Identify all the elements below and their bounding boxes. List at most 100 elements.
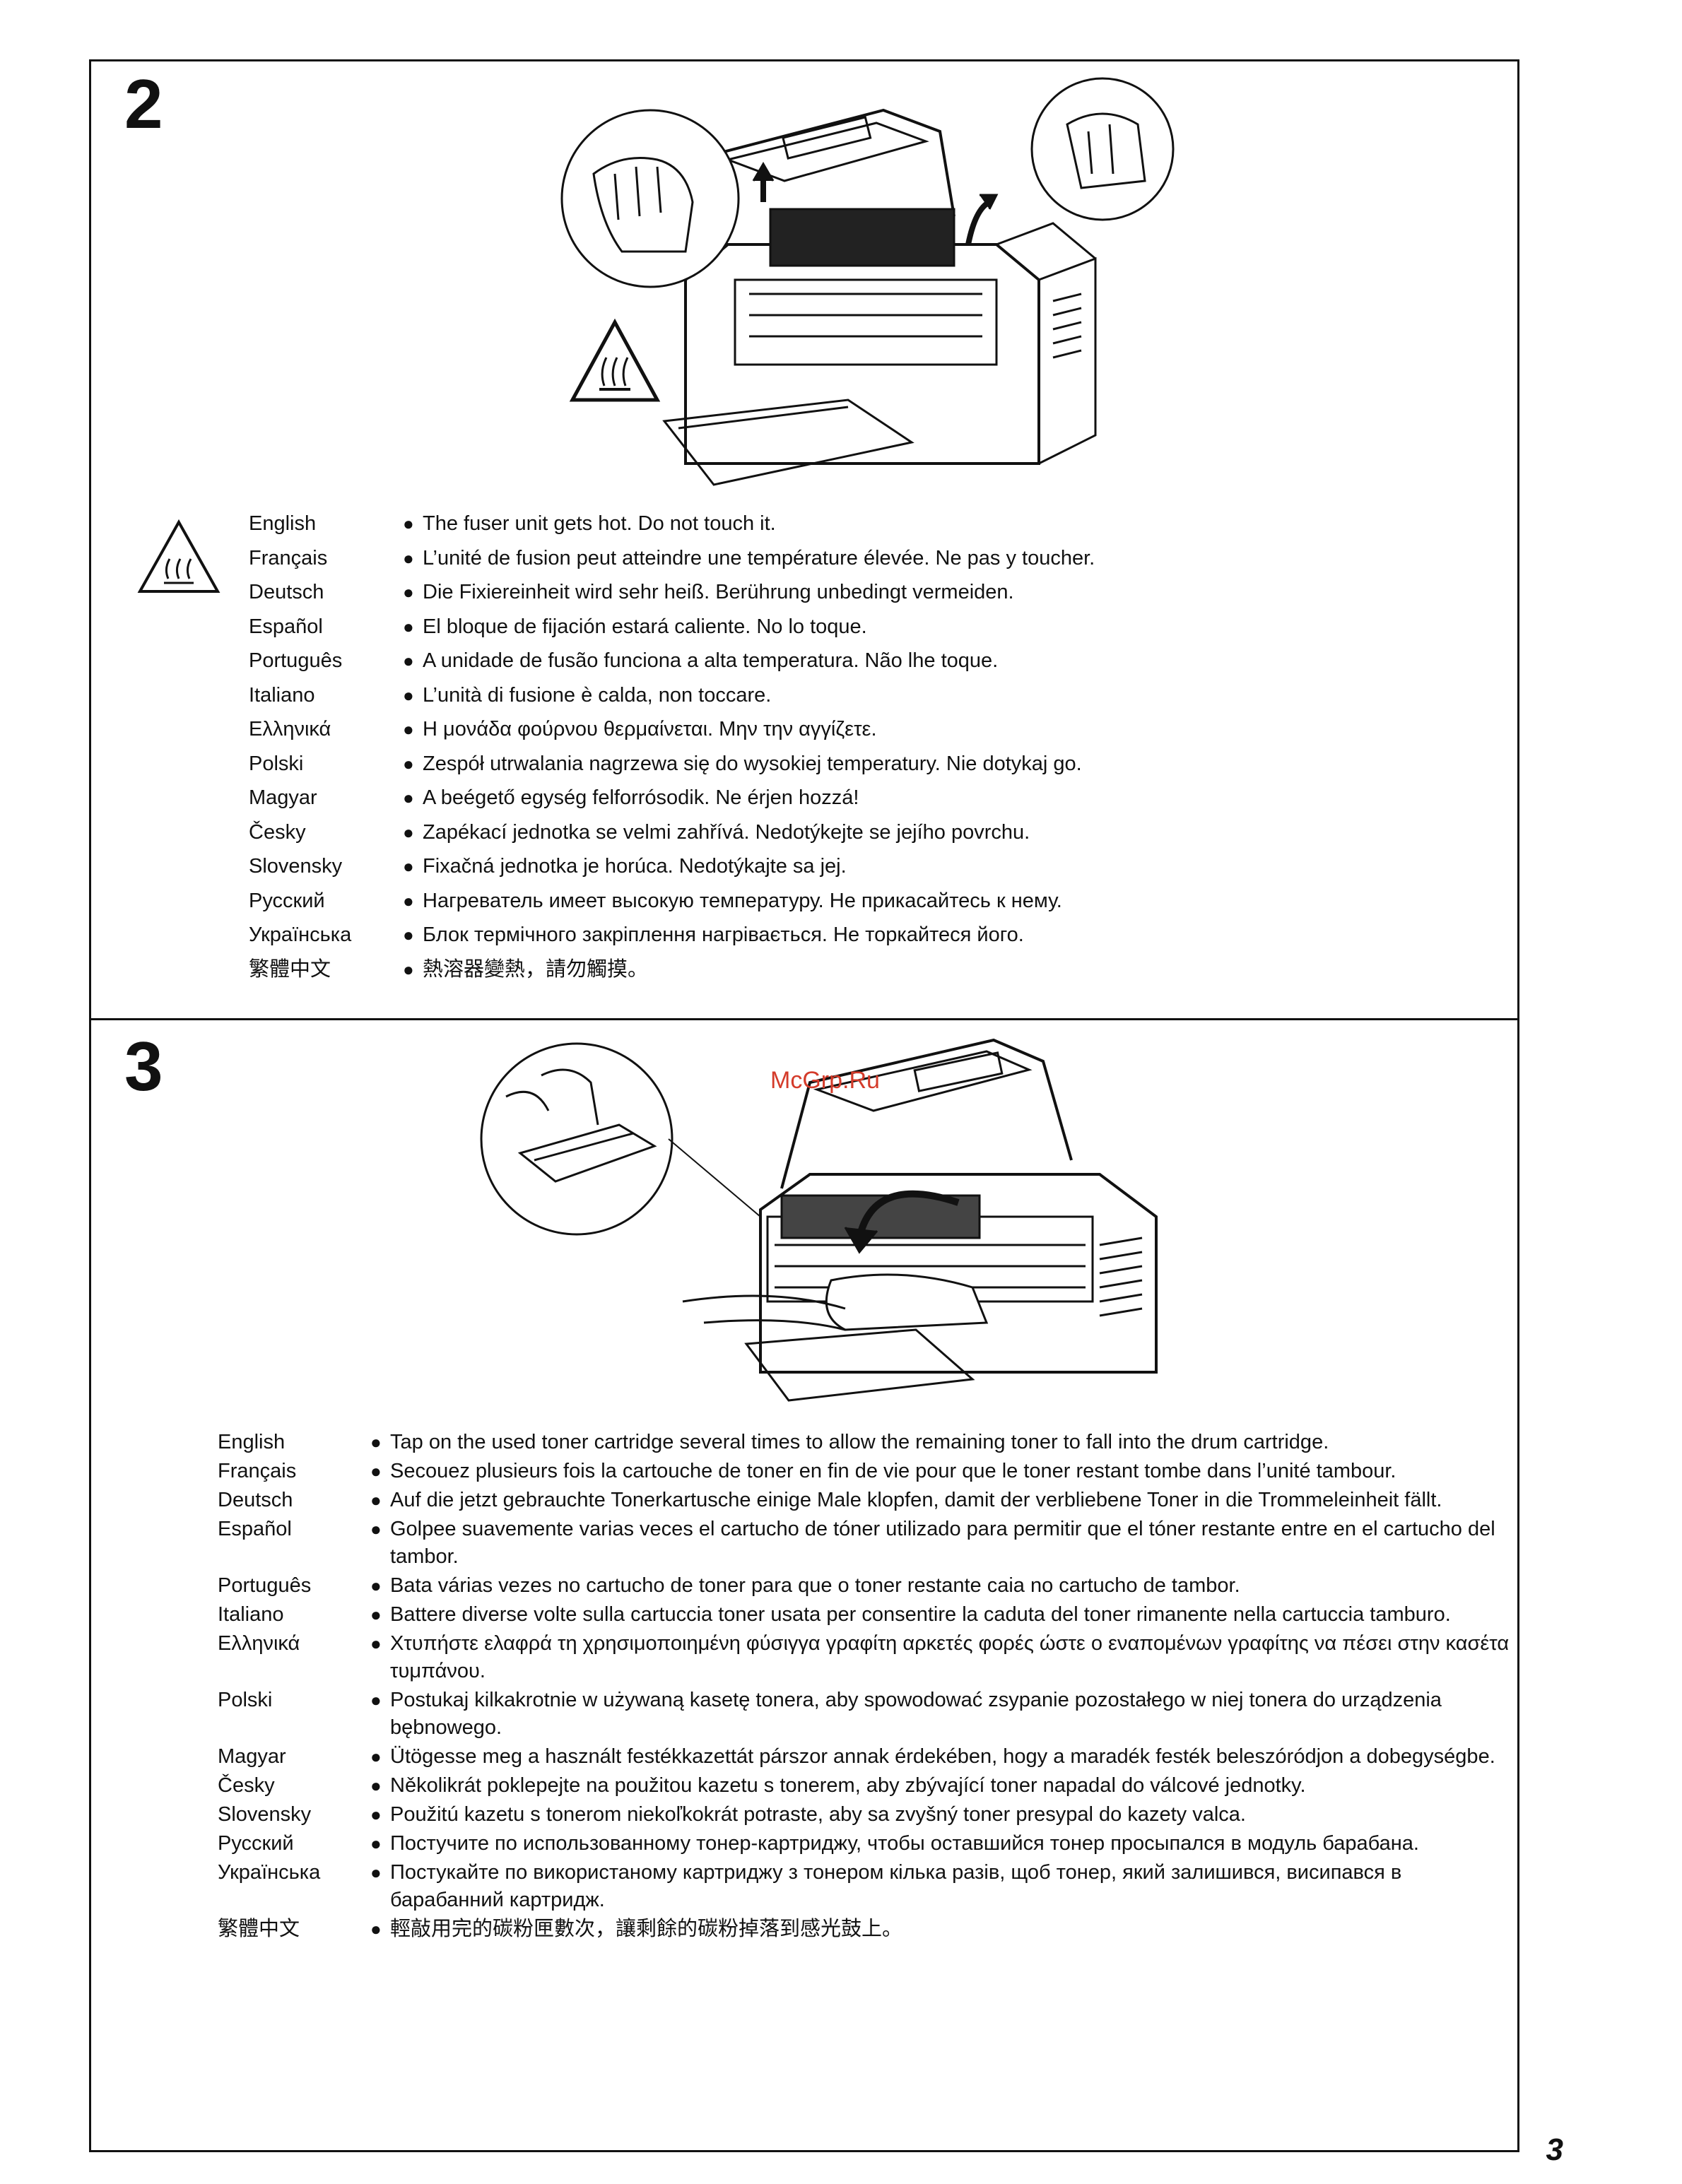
page-number: 3 [1546, 2132, 1563, 2167]
language-label: Slovensky [249, 855, 343, 878]
language-label: Русский [218, 1832, 294, 1855]
bullet-icon: ● [403, 890, 414, 911]
step-3-number: 3 [124, 1027, 163, 1105]
bullet-icon: ● [403, 821, 414, 843]
step-2-instructions: English ● The fuser unit gets hot. Do not … [249, 510, 1493, 990]
instruction-text: Η μονάδα φούρνου θερμαίνεται. Μην την αγ… [423, 718, 877, 740]
instruction-row: Deutsch●Auf die jetzt gebrauchte Tonerka… [218, 1487, 1517, 1514]
step-2-printer-illustration [544, 68, 1208, 499]
instruction-text: Нагреватель имеет высокую температуру. Н… [423, 889, 1062, 912]
bullet-icon: ● [370, 1633, 382, 1654]
instruction-text: Secouez plusieurs fois la cartouche de t… [390, 1460, 1396, 1482]
bullet-icon: ● [370, 1833, 382, 1854]
instruction-text: Zapékací jednotka se velmi zahřívá. Nedo… [423, 820, 1030, 844]
section-divider [89, 1018, 1519, 1020]
language-label: Deutsch [249, 581, 324, 603]
language-label: 繁體中文 [249, 957, 331, 981]
instruction-row: Slovensky ● Fixačná jednotka je horúca. Ne… [249, 853, 1493, 887]
instruction-row: Polski ● Zespół utrwalania nagrzewa się do… [249, 750, 1493, 785]
instruction-text: Fixačná jednotka je horúca. Nedotýkajte … [423, 855, 847, 878]
bullet-icon: ● [370, 1918, 382, 1940]
instruction-row: 繁體中文●輕敲用完的碳粉匣數次，讓剩餘的碳粉掉落到感光鼓上。 [218, 1916, 1517, 1943]
instruction-row: Français ● Secouez plusieurs fois la carto… [218, 1458, 1517, 1485]
bullet-icon: ● [403, 752, 414, 774]
instruction-row: Italiano●Battere diverse volte sulla car… [218, 1601, 1517, 1629]
bullet-icon: ● [403, 958, 414, 980]
bullet-icon: ● [403, 650, 414, 671]
instruction-text: Tap on the used toner cartridge several … [390, 1431, 1329, 1453]
language-label: Español [218, 1518, 292, 1540]
instruction-text: Golpee suavemente varias veces el cartuc… [390, 1518, 1495, 1568]
bullet-icon: ● [370, 1862, 382, 1883]
language-label: Slovensky [218, 1803, 312, 1826]
language-label: Česky [249, 820, 306, 844]
bullet-icon: ● [403, 513, 414, 534]
instruction-text: El bloque de fijación estará caliente. N… [423, 615, 867, 638]
bullet-icon: ● [370, 1689, 382, 1711]
bullet-icon: ● [370, 1775, 382, 1796]
language-label: English [249, 512, 317, 535]
instruction-row: English●Tap on the used toner cartridge … [218, 1429, 1517, 1456]
page-frame [89, 59, 1519, 2152]
language-label: Deutsch [218, 1489, 293, 1511]
instruction-row: Українська●Блок термічного закріплення н… [249, 921, 1493, 956]
language-label: Español [249, 615, 323, 638]
language-label: Česky [218, 1774, 275, 1797]
instruction-row: Ελληνικά●Χτυπήστε ελαφρά τη χρησιμοποιημ… [218, 1630, 1517, 1685]
bullet-icon: ● [370, 1432, 382, 1453]
language-label: Italiano [218, 1603, 284, 1626]
instruction-row: Česky ● Zapékací jednotka se velmi zahřívá… [249, 819, 1493, 854]
instruction-text: Zespół utrwalania nagrzewa się do wysoki… [423, 752, 1082, 775]
instruction-text: Bata várias vezes no cartucho de toner p… [390, 1574, 1240, 1597]
instruction-text: L’unité de fusion peut atteindre une tem… [423, 546, 1095, 569]
instruction-row: Español●Golpee suavemente varias veces e… [218, 1516, 1517, 1571]
bullet-icon: ● [403, 856, 414, 877]
instruction-text: Postukaj kilkakrotnie w używaną kasetę t… [390, 1689, 1442, 1739]
bullet-icon: ● [370, 1575, 382, 1596]
instruction-row: Русский ● Постучите по использованному тон… [218, 1830, 1517, 1858]
language-label: Français [218, 1460, 297, 1482]
bullet-icon: ● [403, 582, 414, 603]
hot-surface-warning-icon [137, 518, 220, 596]
step-3-toner-cartridge-illustration [478, 1033, 1163, 1429]
bullet-icon: ● [370, 1489, 382, 1511]
instruction-text: The fuser unit gets hot. Do not touch it… [423, 512, 776, 535]
instruction-text: A beégető egység felforrósodik. Ne érjen… [423, 786, 859, 809]
language-label: Polski [249, 752, 304, 775]
instruction-text: Постучите по использованному тонер-картр… [390, 1832, 1419, 1855]
bullet-icon: ● [403, 719, 414, 740]
instruction-text: 熱溶器變熱，請勿觸摸。 [423, 957, 649, 981]
bullet-icon: ● [403, 924, 414, 945]
bullet-icon: ● [403, 615, 414, 637]
instruction-row: Slovensky●Použitú kazetu s tonerom nieko… [218, 1801, 1517, 1829]
language-label: Русский [249, 889, 325, 912]
instruction-text: L’unità di fusione è calda, non toccare. [423, 683, 772, 707]
instruction-text: Постукайте по використаному картриджу з … [390, 1861, 1402, 1911]
language-label: Magyar [218, 1745, 286, 1768]
instruction-row: Magyar●Ütögesse meg a használt festékkaz… [218, 1743, 1517, 1771]
instruction-row: Português●A unidade de fusão funciona a … [249, 647, 1493, 682]
instruction-text: Několikrát poklepejte na použitou kazetu… [390, 1774, 1306, 1797]
bullet-icon: ● [370, 1746, 382, 1767]
instruction-row: Français●L’unité de fusion peut atteindr… [249, 545, 1493, 579]
instruction-row: Ελληνικά●Η μονάδα φούρνου θερμαίνεται. Μ… [249, 716, 1493, 750]
step-2-number: 2 [124, 65, 163, 143]
instruction-row: Deutsch●Die Fixiereinheit wird sehr heiß… [249, 579, 1493, 613]
language-label: Italiano [249, 683, 315, 707]
bullet-icon: ● [370, 1604, 382, 1625]
instruction-row: Русский ● Нагреватель имеет высокую темпер… [249, 887, 1493, 922]
instruction-row: Українська ● Постукайте по використаному к… [218, 1859, 1517, 1914]
instruction-text: Použitú kazetu s tonerom niekoľkokrát po… [390, 1803, 1246, 1826]
instruction-row: Polski●Postukaj kilkakrotnie w używaną k… [218, 1687, 1517, 1742]
instruction-row: Magyar●A beégető egység felforrósodik. N… [249, 784, 1493, 819]
language-label: Português [218, 1574, 312, 1597]
language-label: Português [249, 649, 343, 672]
language-label: Magyar [249, 786, 317, 809]
watermark-text: McGrp.Ru [770, 1067, 880, 1094]
language-label: Українська [218, 1861, 321, 1884]
instruction-row: Italiano●L’unità di fusione è calda, non… [249, 682, 1493, 716]
instruction-text: Χτυπήστε ελαφρά τη χρησιμοποιημένη φύσιγ… [390, 1632, 1510, 1682]
instruction-text: 輕敲用完的碳粉匣數次，讓剩餘的碳粉掉落到感光鼓上。 [390, 1918, 903, 1940]
bullet-icon: ● [370, 1460, 382, 1482]
language-label: Français [249, 546, 328, 569]
